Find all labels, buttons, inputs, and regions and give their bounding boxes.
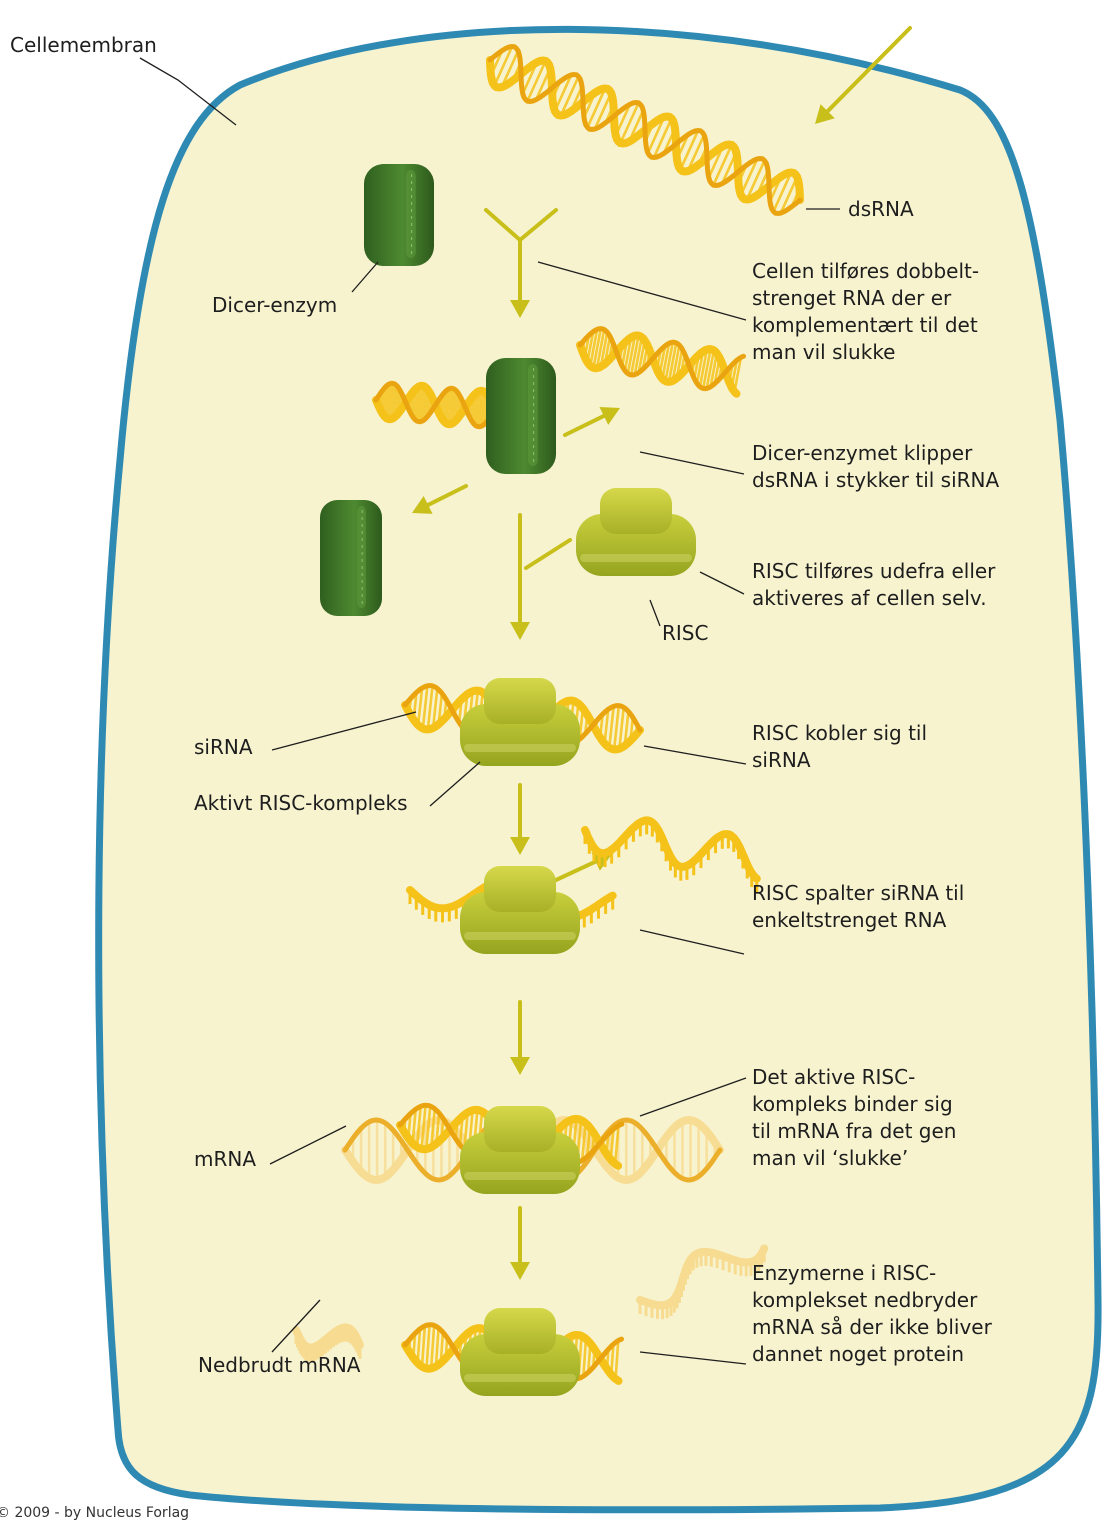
- dicer-enzyme-3: [320, 500, 382, 616]
- step-6-text: Det aktive RISC-kompleks binder sig til …: [752, 1064, 972, 1172]
- label-dsrna: dsRNA: [848, 196, 914, 223]
- label-aktivt-risc: Aktivt RISC-kompleks: [194, 790, 408, 817]
- copyright-text: © 2009 - by Nucleus Forlag: [0, 1505, 189, 1521]
- step-4-text: RISC kobler sig til siRNA: [752, 720, 972, 774]
- step-1-text: Cellen tilføres dobbelt-strenget RNA der…: [752, 258, 1000, 366]
- label-cellemembran: Cellemembran: [10, 32, 157, 59]
- step-2-text: Dicer-enzymet klipper dsRNA i stykker ti…: [752, 440, 1002, 494]
- step-3-text: RISC tilføres udefra eller aktiveres af …: [752, 558, 1052, 612]
- dicer-enzyme-2: [486, 358, 556, 474]
- label-risc: RISC: [662, 620, 708, 647]
- step-5-text: RISC spalter siRNA til enkeltstrenget RN…: [752, 880, 992, 934]
- step-7-text: Enzymerne i RISC-komplekset nedbryder mR…: [752, 1260, 1042, 1368]
- label-nedbrudt-mrna: Nedbrudt mRNA: [198, 1352, 360, 1379]
- dicer-enzyme-1: [364, 164, 434, 266]
- label-dicer-enzym: Dicer-enzym: [212, 292, 337, 319]
- label-sirna: siRNA: [194, 734, 253, 761]
- label-mrna: mRNA: [194, 1146, 256, 1173]
